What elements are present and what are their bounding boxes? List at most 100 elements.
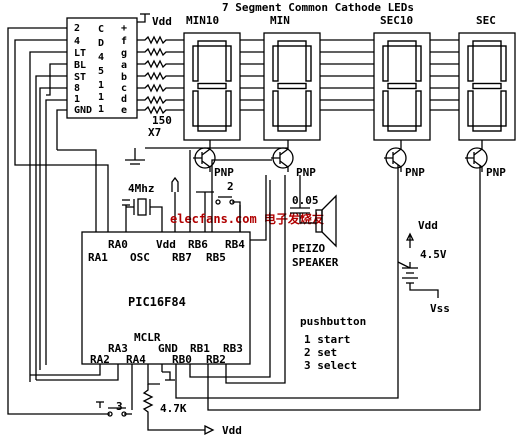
mcu-pin-rb0: RB0: [172, 353, 192, 366]
mcu-pin-ra3: RA3: [108, 342, 128, 355]
battery-vss: Vss: [430, 302, 450, 315]
decoder-seg-e: e: [121, 105, 127, 116]
segment-1-2: [305, 45, 312, 82]
mcu-name: PIC16F84: [128, 295, 186, 309]
mcu-pin-osc: OSC: [130, 251, 150, 264]
vdd-label-bottom: Vdd: [222, 424, 242, 437]
segment-0-6: [197, 125, 227, 132]
mcu-pin-rb1: RB1: [190, 342, 210, 355]
segment-2-0: [387, 40, 417, 47]
segment-0-5: [225, 90, 232, 127]
segment-3-6: [472, 125, 502, 132]
mcu-pin-ra1: RA1: [88, 251, 108, 264]
pnp-label-4: PNP: [486, 166, 506, 179]
mcu-pin-ra2: RA2: [90, 353, 110, 366]
diagram-title: 7 Segment Common Cathode LEDs: [222, 1, 414, 14]
pnp-transistor-3: [465, 140, 488, 172]
decoder-pin-2: 2: [74, 23, 80, 34]
segment-resistor-3: [137, 71, 184, 81]
resistor-count: X7: [148, 126, 161, 139]
segment-resistor-5: [137, 95, 184, 105]
decoder-seg-d: d: [121, 94, 127, 105]
decoder-chip: 2 4 LT BL ST 8 1 GND C D 4 5 1 1 1 + f g…: [66, 17, 138, 119]
display-label-min10: MIN10: [186, 14, 219, 27]
mcu-pin-ra4: RA4: [126, 353, 146, 366]
segment-2-3: [387, 82, 417, 90]
pushbutton-title: pushbutton: [300, 315, 366, 328]
segment-resistor-1: [137, 47, 184, 57]
mcu-pin-mclr: MCLR: [134, 331, 161, 344]
decoder-label-4: 4: [98, 52, 104, 63]
display-label-sec10: SEC10: [380, 14, 413, 27]
segment-2-4: [382, 90, 389, 127]
decoder-pin-8: 8: [74, 83, 80, 94]
battery-voltage: 4.5V: [420, 248, 447, 261]
decoder-seg-g: g: [121, 48, 127, 59]
display-sec: SEC: [458, 14, 516, 141]
decoder-pin-gnd: GND: [74, 105, 92, 116]
mcu-pin-gnd: GND: [158, 342, 178, 355]
segment-resistor-2: [137, 59, 184, 69]
vdd-label-top: Vdd: [152, 15, 172, 28]
decoder-pin-1a: 1: [74, 94, 80, 105]
display-min: MIN: [263, 14, 321, 141]
resistor-value: 150: [152, 114, 172, 127]
segment-0-4: [192, 90, 199, 127]
decoder-seg-c: c: [121, 83, 127, 94]
potentiometer: [142, 384, 205, 431]
pushbutton-item-1: 1 start: [304, 333, 350, 346]
decoder-seg-plus: +: [121, 23, 127, 34]
segment-0-1: [192, 45, 199, 82]
decoder-label-1b: 1: [98, 92, 104, 103]
crystal: [137, 198, 147, 216]
pnp-label-2: PNP: [296, 166, 316, 179]
segment-1-3: [277, 82, 307, 90]
segment-1-5: [305, 90, 312, 127]
display-label-sec: SEC: [476, 14, 496, 27]
segment-resistor-4: [137, 83, 184, 93]
pnp-transistor-2: [384, 140, 407, 172]
segment-3-4: [467, 90, 474, 127]
decoder-label-c: C: [98, 24, 104, 35]
pnp-transistor-1: [271, 140, 294, 172]
display-label-min: MIN: [270, 14, 290, 27]
segment-2-1: [382, 45, 389, 82]
mcu-pin-vdd: Vdd: [156, 238, 176, 251]
segment-0-2: [225, 45, 232, 82]
pic16f84-chip: RA0 Vdd RB6 RB4 RA1 OSC RB7 RB5 PIC16F84…: [81, 231, 251, 366]
segment-1-0: [277, 40, 307, 47]
segment-3-1: [467, 45, 474, 82]
segment-0-0: [197, 40, 227, 47]
potentiometer-value: 4.7K: [160, 402, 187, 415]
segment-1-4: [272, 90, 279, 127]
decoder-label-5: 5: [98, 66, 104, 77]
mcu-pin-rb6: RB6: [188, 238, 208, 251]
decoder-pin-4: 4: [74, 36, 80, 47]
crystal-label: 4Mhz: [128, 182, 155, 195]
switch-3-label: 3: [116, 400, 123, 413]
segment-3-3: [472, 82, 502, 90]
decoder-pin-bl: BL: [74, 60, 86, 71]
speaker-label-2: SPEAKER: [292, 256, 339, 269]
segment-3-5: [500, 90, 507, 127]
decoder-label-d: D: [98, 38, 104, 49]
mcu-pin-rb2: RB2: [206, 353, 226, 366]
decoder-pin-lt: LT: [74, 48, 86, 59]
decoder-label-1c: 1: [98, 104, 104, 115]
battery-vdd: Vdd: [418, 219, 438, 232]
pushbutton-item-2: 2 set: [304, 346, 337, 359]
switch-2-label: 2: [227, 180, 234, 193]
speaker-label-1: PEIZO: [292, 242, 325, 255]
mcu-pin-rb3: RB3: [223, 342, 243, 355]
pnp-label-3: PNP: [405, 166, 425, 179]
capacitor-value: 0.05: [292, 194, 319, 207]
segment-2-2: [415, 45, 422, 82]
mcu-pin-rb7: RB7: [172, 251, 192, 264]
segment-3-2: [500, 45, 507, 82]
decoder-seg-a: a: [121, 60, 127, 71]
segment-3-0: [472, 40, 502, 47]
display-sec10: SEC10: [373, 14, 431, 141]
pushbutton-item-3: 3 select: [304, 359, 357, 372]
